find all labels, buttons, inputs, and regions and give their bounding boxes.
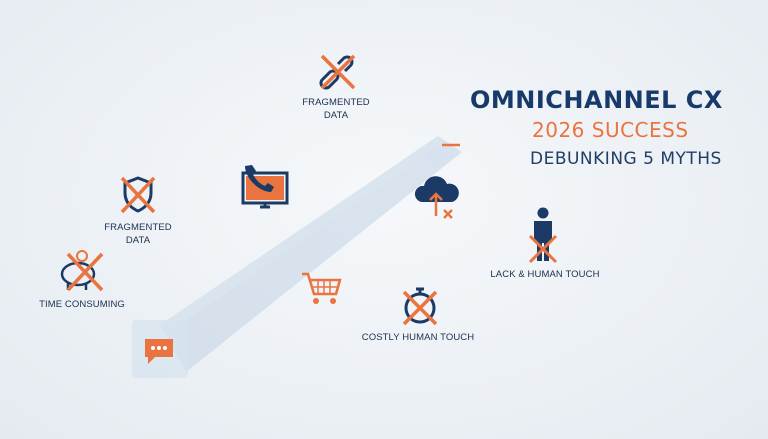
myth-label-fragmented-top: FRAGMENTED DATA — [302, 97, 370, 121]
main-title: OMNICHANNEL CX — [470, 86, 723, 114]
subtitle-year: 2026 SUCCESS — [532, 118, 689, 142]
myth-label-lack-human: LACK & HUMAN TOUCH — [490, 269, 600, 280]
myth-label-costly: COSTLY HUMAN TOUCH — [361, 332, 475, 343]
piggy-bank-icon — [60, 250, 104, 292]
person-icon — [528, 207, 558, 264]
cloud-upload-icon — [414, 176, 459, 219]
broken-link-icon — [319, 54, 356, 90]
monitor-phone-icon — [241, 165, 289, 209]
stopwatch-icon — [402, 287, 438, 326]
shopping-cart-icon — [302, 272, 342, 304]
myth-label-time-consuming: TIME CONSUMING — [39, 299, 125, 310]
subtitle-myths: DEBUNKING 5 MYTHS — [530, 149, 722, 169]
myth-label-fragmented-left: FRAGMENTED DATA — [104, 222, 172, 246]
chat-bubble-icon — [145, 339, 173, 364]
shield-icon — [120, 176, 156, 214]
title-block: OMNICHANNEL CX 2026 SUCCESS DEBUNKING 5 … — [470, 86, 766, 169]
